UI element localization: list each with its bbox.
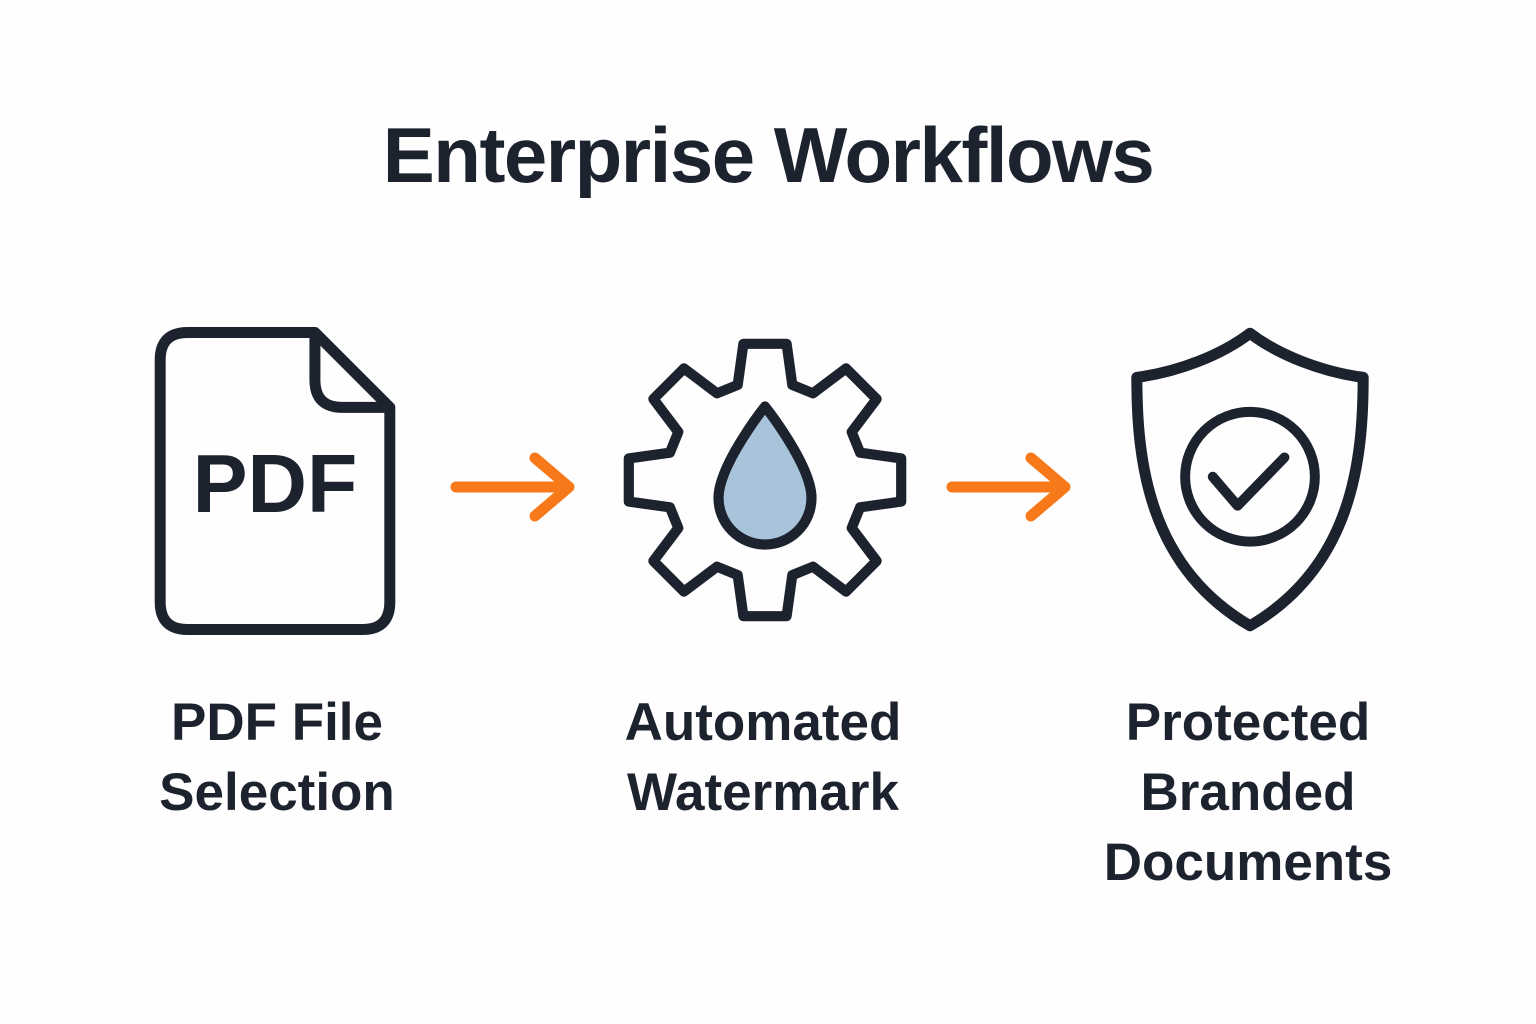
step-pdf-selection: PDF xyxy=(150,325,400,642)
pdf-document-icon: PDF xyxy=(154,326,396,636)
step-protected-documents xyxy=(1112,322,1388,642)
step-label-pdf-file-selection: PDF File Selection xyxy=(159,693,395,822)
shield-check-icon xyxy=(1131,327,1369,632)
arrow-right-icon xyxy=(946,452,1072,527)
step-label-automated-watermark: Automated Watermark xyxy=(624,693,902,822)
step-automated-watermark xyxy=(615,330,915,635)
gear-water-drop-icon xyxy=(623,338,907,622)
arrow-right-icon xyxy=(450,452,576,527)
pdf-label-text: PDF xyxy=(193,438,358,530)
diagram-title: Enterprise Workflows xyxy=(382,111,1155,199)
checkmark-icon xyxy=(1207,452,1290,511)
water-drop-icon xyxy=(713,401,817,550)
step-label-protected-branded-documents: Protected Branded Documents xyxy=(1103,693,1393,892)
